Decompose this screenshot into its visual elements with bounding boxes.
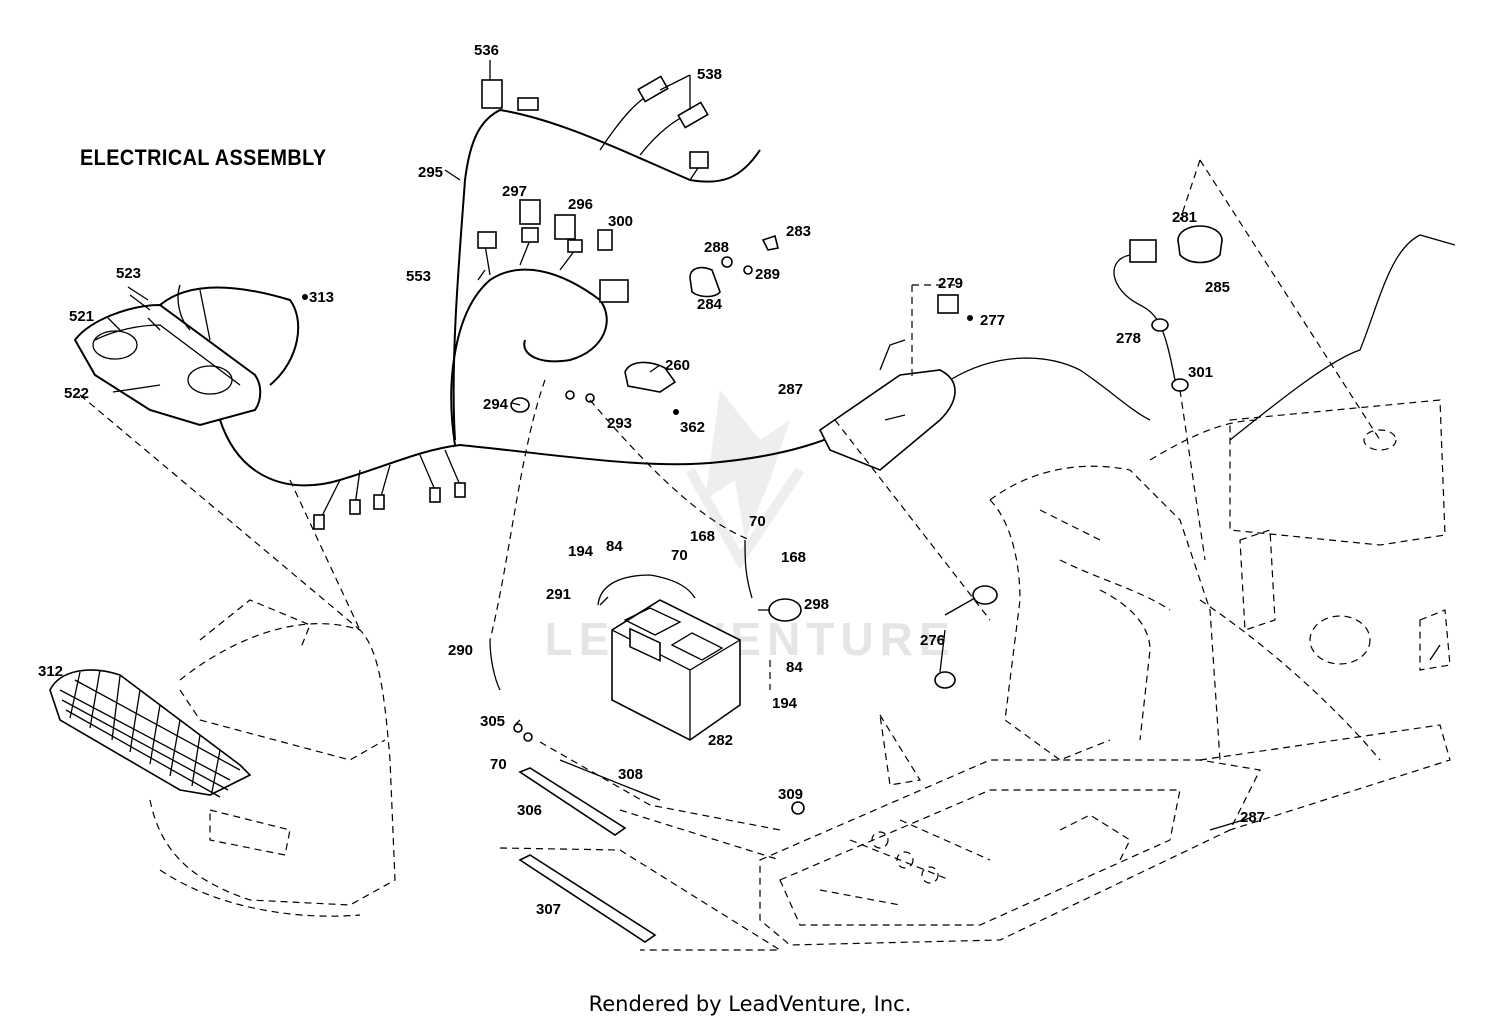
label-301: 301 <box>1188 364 1213 381</box>
label-84-bottom: 84 <box>786 659 803 676</box>
switch-components <box>510 199 779 415</box>
label-309: 309 <box>778 786 803 803</box>
label-194-top: 194 <box>568 543 594 560</box>
label-284: 284 <box>697 296 723 313</box>
label-294: 294 <box>483 396 509 413</box>
headlight-assembly <box>73 284 308 427</box>
footer-credit: Rendered by LeadVenture, Inc. <box>588 992 912 1016</box>
label-290: 290 <box>448 642 473 659</box>
hood-and-grille <box>49 394 396 917</box>
label-300: 300 <box>608 213 633 230</box>
label-279: 279 <box>938 275 963 292</box>
label-281: 281 <box>1172 209 1197 226</box>
label-538: 538 <box>697 66 722 83</box>
label-287-bottom: 287 <box>1240 809 1265 826</box>
leader-lines <box>107 60 1441 831</box>
ignition-bracket <box>818 284 973 471</box>
watermark-text: LEADVENTURE <box>544 613 955 665</box>
label-276: 276 <box>920 632 945 649</box>
label-296: 296 <box>568 196 593 213</box>
label-293: 293 <box>607 415 632 432</box>
label-295: 295 <box>418 164 443 181</box>
label-287-top: 287 <box>778 381 803 398</box>
label-362: 362 <box>680 419 705 436</box>
label-194-bottom: 194 <box>772 695 798 712</box>
hour-meter-area <box>1113 159 1381 561</box>
label-297: 297 <box>502 183 527 200</box>
label-298: 298 <box>804 596 829 613</box>
label-168-b: 168 <box>781 549 806 566</box>
part-labels: 536 538 295 297 296 300 288 283 289 284 … <box>38 42 1265 918</box>
label-307: 307 <box>536 901 561 918</box>
label-523: 523 <box>116 265 141 282</box>
label-168-a: 168 <box>690 528 715 545</box>
label-522: 522 <box>64 385 89 402</box>
label-283: 283 <box>786 223 811 240</box>
page-title: ELECTRICAL ASSEMBLY <box>80 145 327 170</box>
label-260: 260 <box>665 357 690 374</box>
label-313: 313 <box>309 289 334 306</box>
wiring-harness <box>219 75 1151 530</box>
label-84-top: 84 <box>606 538 623 555</box>
tractor-frame <box>619 419 1451 946</box>
label-306: 306 <box>517 802 542 819</box>
label-521: 521 <box>69 308 94 325</box>
label-305: 305 <box>480 713 505 730</box>
label-70-b: 70 <box>749 513 766 530</box>
label-277: 277 <box>980 312 1005 329</box>
battery <box>489 379 802 741</box>
label-70-a: 70 <box>671 547 688 564</box>
dashboard-console <box>879 465 1221 786</box>
label-289: 289 <box>755 266 780 283</box>
label-291: 291 <box>546 586 571 603</box>
label-312: 312 <box>38 663 63 680</box>
label-278: 278 <box>1116 330 1141 347</box>
label-282: 282 <box>708 732 733 749</box>
label-536: 536 <box>474 42 499 59</box>
label-308: 308 <box>618 766 643 783</box>
battery-hold-down <box>499 723 783 951</box>
label-553: 553 <box>406 268 431 285</box>
label-288: 288 <box>704 239 729 256</box>
label-285: 285 <box>1205 279 1230 296</box>
label-70-c: 70 <box>490 756 507 773</box>
tractor-body-rear <box>1149 234 1456 761</box>
